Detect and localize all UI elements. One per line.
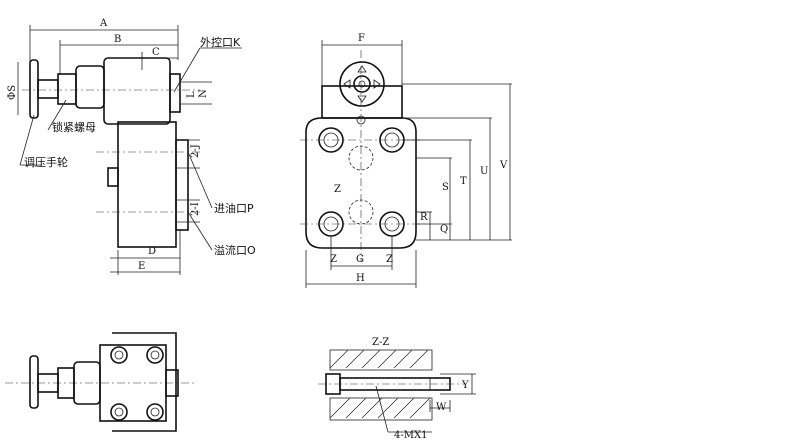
dim-h: H <box>356 273 365 284</box>
dim-f: F <box>358 33 365 44</box>
ext-port-boss <box>169 73 181 113</box>
valve-body-lower <box>117 121 177 248</box>
callout-overflow: 溢流口O <box>214 243 256 257</box>
valve-body-upper <box>103 57 171 125</box>
section-title: Z-Z <box>372 337 389 348</box>
side-view: A B C ΦS L N 2-J 2-I <box>7 18 256 275</box>
dim-w: W <box>436 402 447 413</box>
mounting-face <box>175 139 189 231</box>
dim-phi-s: ΦS <box>7 85 18 100</box>
dim-n: N <box>198 89 209 98</box>
dim-2i: 2-I <box>190 202 201 216</box>
adjust-stem <box>37 79 59 99</box>
dim-v: V <box>499 160 508 171</box>
dim-u: U <box>480 166 488 177</box>
dim-r: R <box>420 212 428 223</box>
lock-nut <box>57 73 77 105</box>
section-mark-z1: Z <box>334 184 341 195</box>
section-mark-z2: Z <box>330 254 337 265</box>
dim-e: E <box>138 261 145 272</box>
knob-star-outline <box>339 61 385 107</box>
spring-cap <box>75 65 105 109</box>
dim-a: A <box>99 18 108 29</box>
dim-b: B <box>114 34 121 45</box>
top-view <box>5 332 196 432</box>
dim-y: Y <box>461 380 469 391</box>
section-view: Z-Z Y W 4-MX1 <box>318 337 476 441</box>
front-body <box>305 117 417 249</box>
dim-c: C <box>152 47 160 58</box>
callout-lock-nut: 锁紧螺母 <box>52 120 96 134</box>
callout-4mx1: 4-MX1 <box>394 430 427 441</box>
dim-2j: 2-J <box>190 144 201 158</box>
front-view: F Z Z Z G H <box>300 33 512 288</box>
handwheel-knob <box>29 59 39 119</box>
dim-s: S <box>442 182 449 193</box>
dim-l: L <box>186 91 197 98</box>
callout-inlet: 进油口P <box>214 201 254 215</box>
dim-t: T <box>460 176 467 187</box>
callout-handwheel: 调压手轮 <box>24 155 68 169</box>
knob-center <box>353 75 371 93</box>
top-handwheel <box>29 355 39 409</box>
section-mark-z3: Z <box>386 254 393 265</box>
dim-d: D <box>148 246 156 257</box>
dim-g: G <box>356 254 364 265</box>
dim-q: Q <box>440 224 448 235</box>
callout-ext-port: 外控口K <box>200 35 241 49</box>
side-plug <box>107 167 119 187</box>
